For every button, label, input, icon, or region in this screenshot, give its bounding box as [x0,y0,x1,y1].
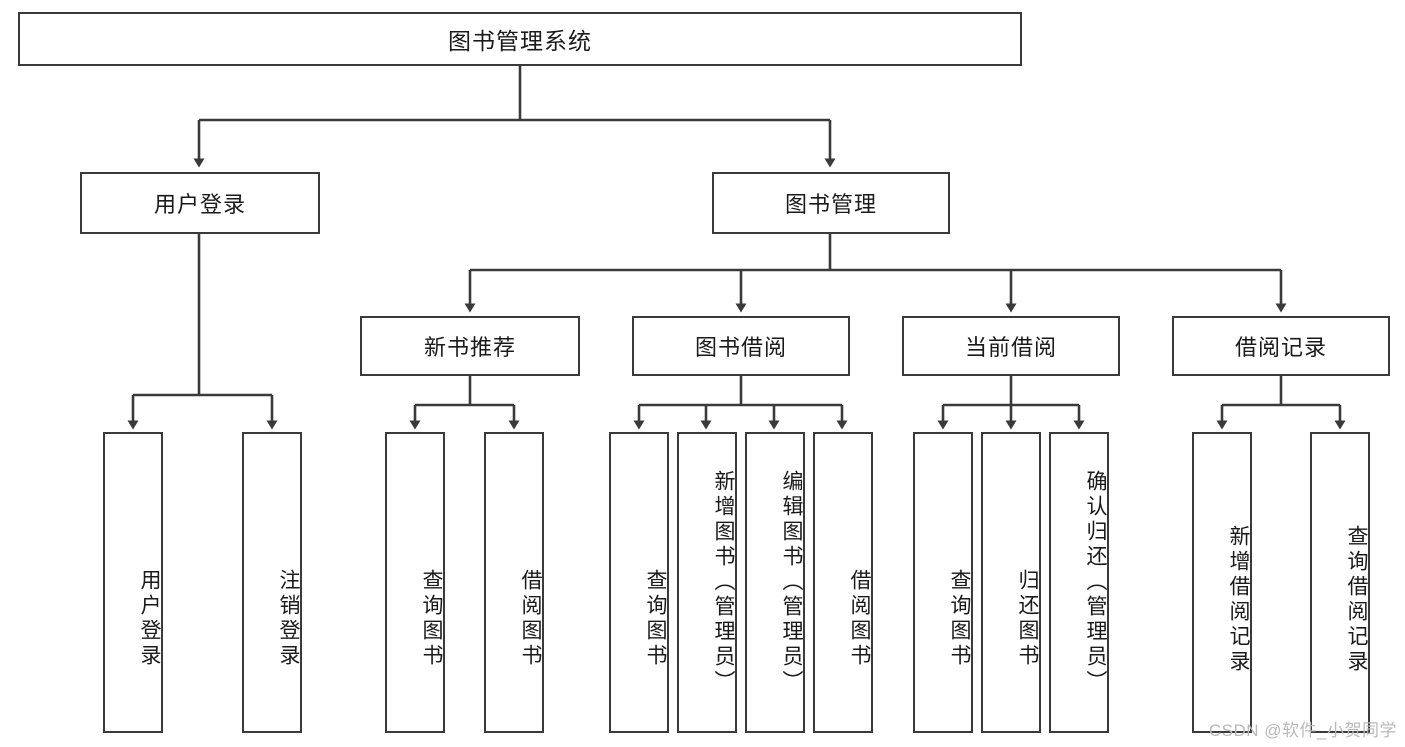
leaf-borrow-add-book-admin[interactable]: 新增图书（管理员） [677,432,737,733]
leaf-record-query-record[interactable]: 查询借阅记录 [1310,432,1370,733]
leaf-new-book-borrow[interactable]: 借阅图书 [484,432,544,733]
node-borrow-record[interactable]: 借阅记录 [1172,316,1390,376]
leaf-record-add-record[interactable]: 新增借阅记录 [1192,432,1252,733]
leaf-current-query-book[interactable]: 查询图书 [913,432,973,733]
node-new-book-recommend[interactable]: 新书推荐 [360,316,580,376]
node-user-login[interactable]: 用户登录 [80,172,320,234]
node-book-management[interactable]: 图书管理 [712,172,950,234]
leaf-borrow-edit-book-admin[interactable]: 编辑图书（管理员） [745,432,805,733]
leaf-current-return-book[interactable]: 归还图书 [981,432,1041,733]
watermark-text: CSDN @软件_小贺同学 [1208,721,1397,740]
node-current-borrow[interactable]: 当前借阅 [902,316,1120,376]
node-book-borrow[interactable]: 图书借阅 [632,316,850,376]
leaf-borrow-query-book[interactable]: 查询图书 [609,432,669,733]
leaf-current-confirm-return-admin[interactable]: 确认归还（管理员） [1049,432,1109,733]
leaf-user-login-signout[interactable]: 注销登录 [242,432,302,733]
node-root-system[interactable]: 图书管理系统 [18,12,1022,66]
leaf-user-login-signin[interactable]: 用户登录 [103,432,163,733]
leaf-borrow-borrow-book[interactable]: 借阅图书 [813,432,873,733]
leaf-new-book-query[interactable]: 查询图书 [385,432,445,733]
